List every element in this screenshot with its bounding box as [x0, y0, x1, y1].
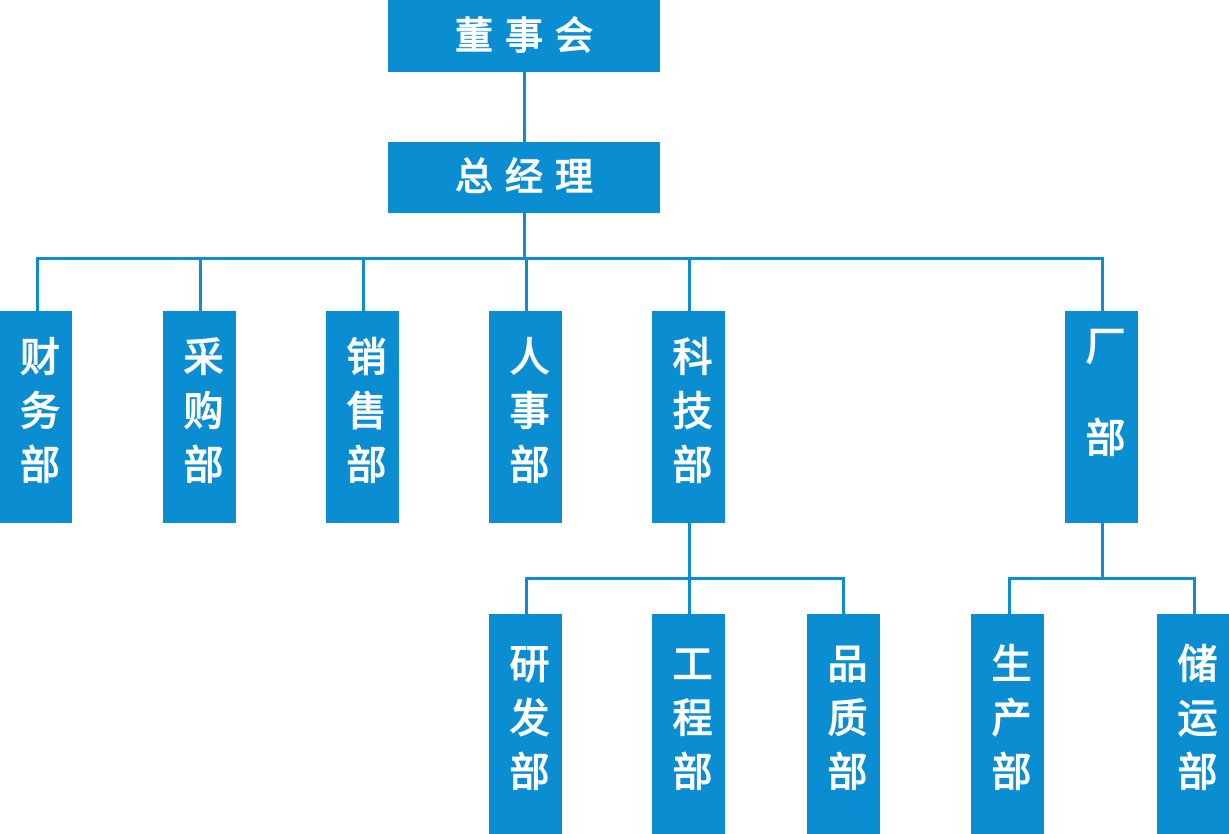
- connector-technology-stem: [688, 523, 691, 579]
- node-sales[interactable]: 销售部: [326, 311, 399, 523]
- connector-bus-to-quality: [842, 577, 845, 614]
- node-finance-label: 财务部: [13, 336, 59, 498]
- connector-board-to-gm: [523, 72, 526, 142]
- connector-bus-to-sales: [362, 257, 365, 311]
- node-rnd[interactable]: 研发部: [489, 614, 562, 834]
- node-technology[interactable]: 科技部: [652, 311, 725, 523]
- connector-bus-to-production: [1008, 577, 1011, 614]
- node-plant[interactable]: 厂部: [1065, 311, 1138, 523]
- node-general-manager-label: 总经理: [454, 155, 605, 200]
- connector-level3-bus: [36, 257, 1104, 260]
- node-engineering-label: 工程部: [665, 643, 712, 805]
- node-rnd-label: 研发部: [502, 643, 549, 805]
- connector-bus-to-hr: [525, 257, 528, 311]
- node-hr-label: 人事部: [502, 336, 549, 498]
- connector-technology-bus: [525, 577, 845, 580]
- connector-bus-to-procurement: [199, 257, 202, 311]
- node-quality-label: 品质部: [820, 643, 867, 805]
- node-general-manager[interactable]: 总经理: [388, 142, 660, 213]
- node-production-label: 生产部: [984, 643, 1031, 805]
- connector-bus-to-plant: [1101, 257, 1104, 311]
- node-technology-label: 科技部: [665, 336, 712, 498]
- node-plant-label: 厂部: [1078, 325, 1125, 509]
- node-board[interactable]: 董事会: [388, 0, 660, 72]
- node-production[interactable]: 生产部: [971, 614, 1044, 834]
- connector-bus-to-technology: [688, 257, 691, 311]
- node-logistics-label: 储运部: [1170, 643, 1217, 805]
- node-sales-label: 销售部: [339, 336, 386, 498]
- node-board-label: 董事会: [454, 13, 605, 58]
- node-hr[interactable]: 人事部: [489, 311, 562, 523]
- node-logistics[interactable]: 储运部: [1157, 614, 1229, 834]
- node-finance[interactable]: 财务部: [0, 311, 72, 523]
- node-procurement[interactable]: 采购部: [163, 311, 236, 523]
- connector-bus-to-rnd: [525, 577, 528, 614]
- node-quality[interactable]: 品质部: [807, 614, 880, 834]
- connector-bus-to-logistics: [1193, 577, 1196, 614]
- node-procurement-label: 采购部: [176, 336, 223, 498]
- connector-bus-to-engineering: [688, 577, 691, 614]
- connector-plant-stem: [1101, 523, 1104, 579]
- connector-plant-bus: [1008, 577, 1196, 580]
- node-engineering[interactable]: 工程部: [652, 614, 725, 834]
- connector-gm-stem: [523, 213, 526, 260]
- connector-bus-to-finance: [36, 257, 39, 311]
